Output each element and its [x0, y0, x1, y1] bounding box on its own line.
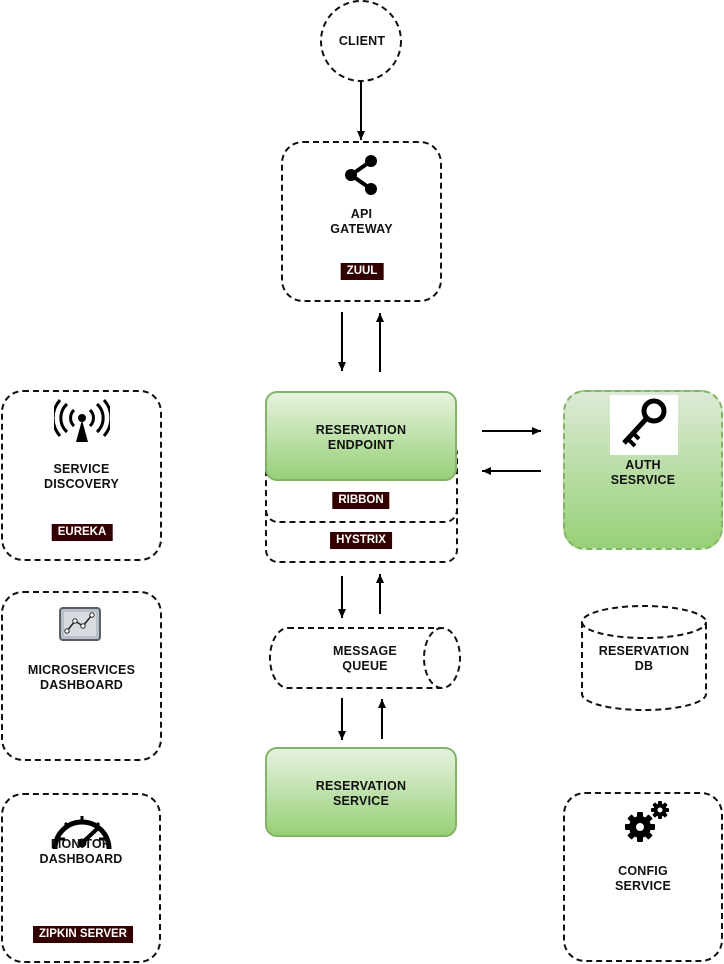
wireless-tower-icon [54, 399, 110, 442]
auth-service-node: AUTH SESRVICE [563, 390, 723, 550]
client-node [320, 0, 402, 82]
api-gateway-node: API GATEWAY ZUUL [281, 141, 442, 302]
reservation-endpoint-label: RESERVATION ENDPOINT [315, 423, 407, 452]
client-label: CLIENT [338, 34, 386, 48]
message-queue-label: MESSAGE QUEUE [333, 644, 397, 673]
ribbon-tag: RIBBON [332, 492, 390, 509]
share-icon [345, 155, 377, 195]
service-discovery-node: SERVICE DISCOVERY EUREKA [1, 390, 162, 561]
hystrix-tag: HYSTRIX [330, 532, 392, 549]
monitor-dashboard-label: MONITOR DASHBOARD [39, 837, 123, 866]
config-service-node: CONFIG SERVICE [563, 792, 723, 962]
speedometer-icon [52, 816, 112, 850]
eureka-tag: EUREKA [51, 524, 113, 541]
auth-service-label: AUTH SESRVICE [610, 458, 676, 487]
line-chart-icon [59, 607, 101, 641]
service-discovery-label: SERVICE DISCOVERY [44, 462, 119, 491]
gears-icon [625, 801, 669, 842]
microservices-dashboard-node: MICROSERVICES DASHBOARD [1, 591, 162, 761]
api-gateway-label: API GATEWAY [330, 207, 393, 236]
message-queue-node [269, 627, 461, 689]
reservation-service-label: RESERVATION SERVICE [315, 779, 407, 808]
config-service-label: CONFIG SERVICE [614, 864, 672, 893]
zipkin-server-tag: ZIPKIN SERVER [33, 926, 133, 943]
key-icon [622, 398, 667, 448]
reservation-db-label: RESERVATION DB [598, 644, 690, 673]
microservices-dashboard-label: MICROSERVICES DASHBOARD [27, 663, 136, 692]
monitor-dashboard-node: MONITOR DASHBOARD ZIPKIN SERVER [1, 793, 161, 963]
reservation-db-node [581, 605, 707, 711]
reservation-service-node: RESERVATION SERVICE [265, 747, 457, 837]
reservation-endpoint-node: RESERVATION ENDPOINT [265, 391, 457, 481]
key-icon-panel [610, 395, 678, 455]
zuul-tag: ZUUL [340, 263, 384, 280]
